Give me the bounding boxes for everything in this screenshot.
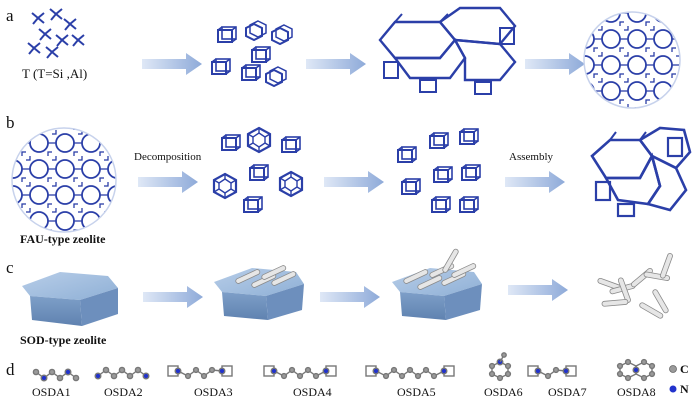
panel-a-fau-crystal (583, 11, 681, 109)
panel-b-decomposed-units (212, 126, 304, 213)
panel-label-a: a (6, 6, 14, 25)
arrow-a1 (142, 53, 202, 75)
panel-c-crystal-etched-2 (392, 247, 482, 320)
assembly-label: Assembly (509, 151, 553, 163)
fau-caption: FAU-type zeolite (20, 232, 106, 246)
arrow-b3 (505, 171, 565, 193)
panel-label-b: b (6, 113, 15, 132)
arrow-b1 (138, 171, 198, 193)
osda-label-8: OSDA8 (617, 385, 656, 399)
legend-carbon-label: C (680, 362, 689, 376)
osda-label-4: OSDA4 (293, 385, 332, 399)
osda-label-3: OSDA3 (194, 385, 233, 399)
osda-molecules (32, 352, 656, 382)
panel-label-d: d (6, 360, 15, 379)
legend-carbon-dot (669, 365, 677, 373)
panel-c-crystal-etched-1 (214, 264, 304, 320)
osda-label-1: OSDA1 (32, 385, 71, 399)
arrow-c1 (143, 286, 203, 308)
arrow-c2 (320, 286, 380, 308)
osda-label-7: OSDA7 (548, 385, 587, 399)
panel-c-rod-bundle (596, 252, 674, 320)
sod-caption: SOD-type zeolite (20, 333, 107, 347)
t-atom-caption: T (T=Si ,Al) (22, 66, 88, 81)
osda-label-2: OSDA2 (104, 385, 143, 399)
panel-b-d6r-units (397, 128, 481, 213)
legend-nitrogen-dot (669, 385, 677, 393)
panel-a-building-units (211, 20, 293, 87)
panel-b-assembled-framework (590, 126, 692, 218)
panel-c-sod-crystal (22, 272, 118, 326)
arrow-a2 (306, 53, 366, 75)
arrow-c3 (508, 279, 568, 301)
osda-label-5: OSDA5 (397, 385, 436, 399)
osda-label-6: OSDA6 (484, 385, 523, 399)
panel-a-tetrahedra (27, 8, 85, 59)
decomposition-label: Decomposition (134, 151, 202, 163)
panel-a-framework-fragment (378, 6, 517, 95)
arrow-b2 (324, 171, 384, 193)
legend-nitrogen-label: N (680, 382, 689, 396)
panel-b-fau-crystal (11, 127, 117, 233)
panel-label-c: c (6, 258, 14, 277)
arrow-a3 (525, 53, 585, 75)
